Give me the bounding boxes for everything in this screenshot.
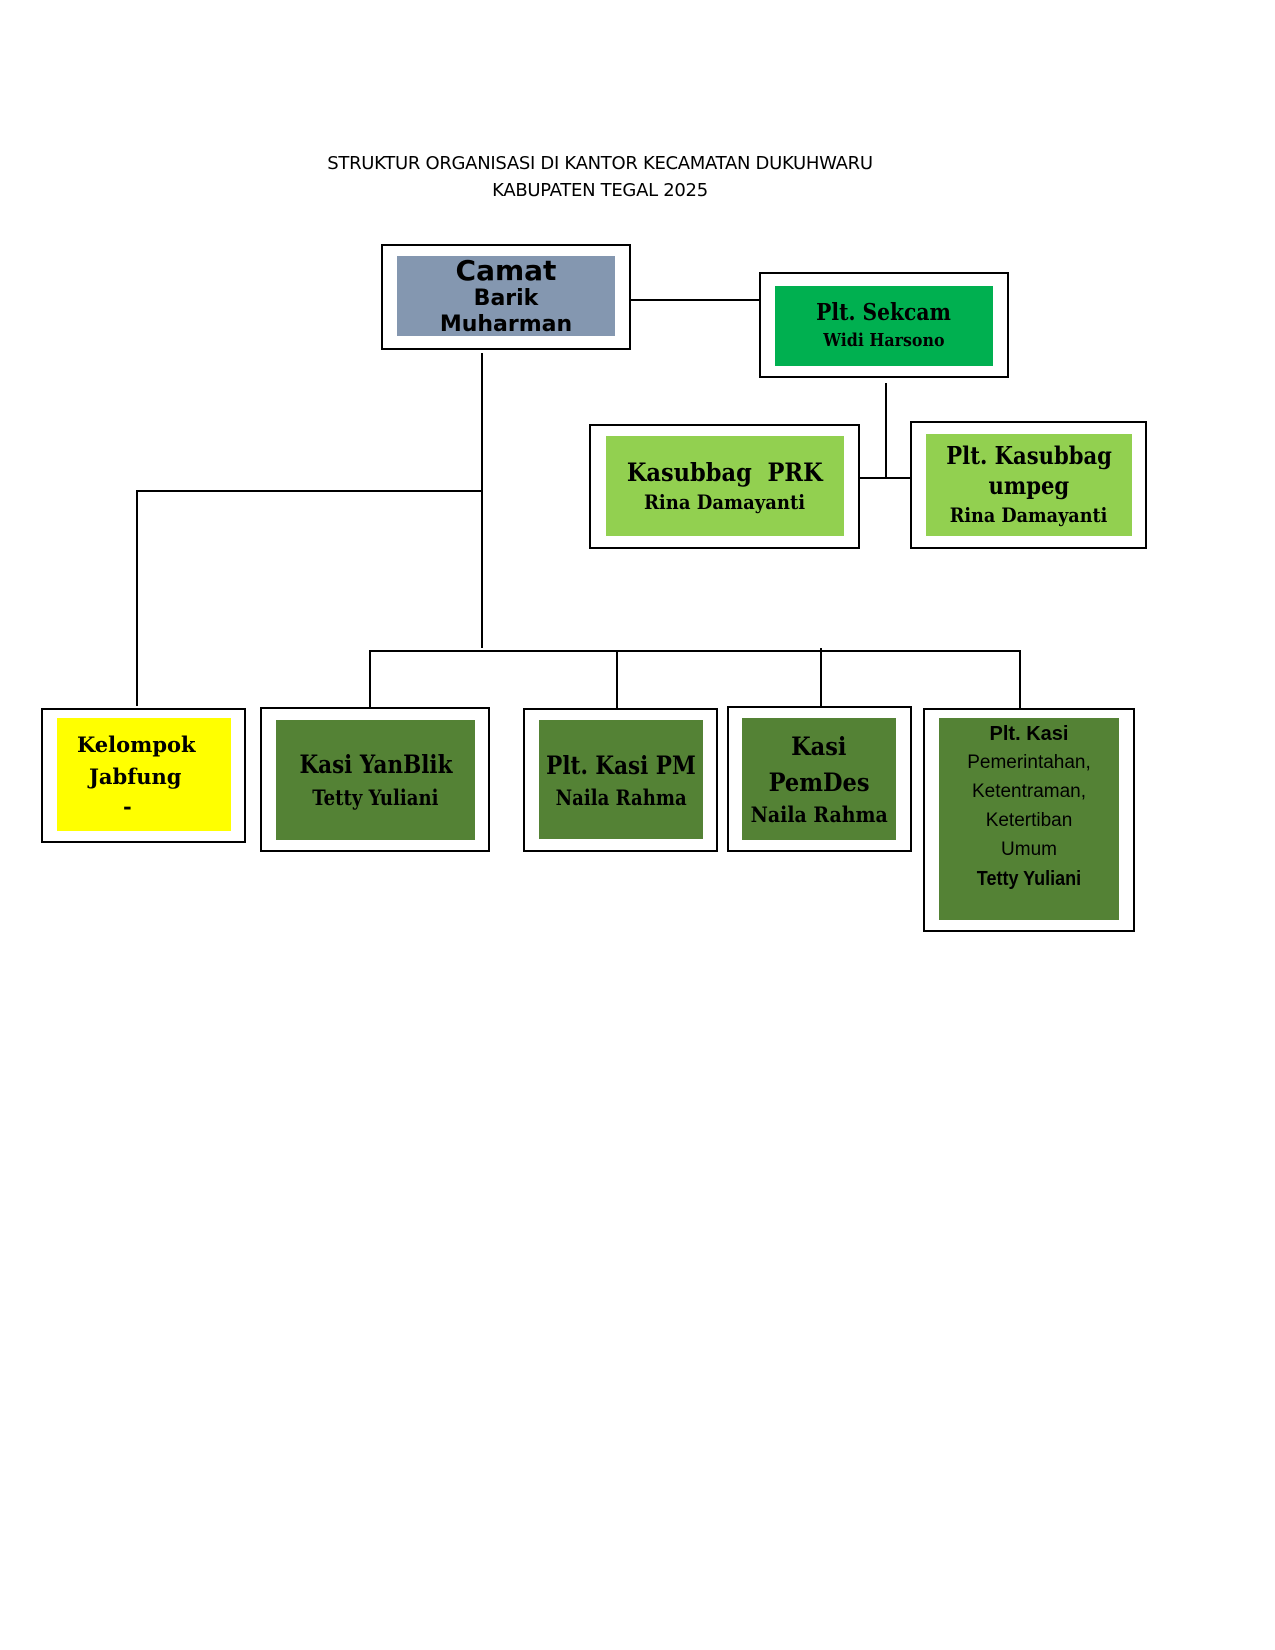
pemdes-role-line1: Kasi (791, 732, 847, 761)
pemerintahan-fill: Plt. Kasi Pemerintahan, Ketentraman, Ket… (939, 718, 1119, 920)
sekcam-role: Plt. Sekcam (816, 299, 952, 326)
sekcam-fill: Plt. Sekcam Widi Harsono (775, 286, 993, 366)
connector-kasi-bus (369, 650, 1020, 652)
kasi-pm-fill: Plt. Kasi PM Naila Rahma (539, 720, 703, 839)
camat-role: Camat (455, 256, 557, 287)
kasubbag-prk-name: Rina Damayanti (644, 490, 806, 514)
kasi-pm-role: Plt. Kasi PM (546, 750, 696, 780)
chart-title-line1: STRUKTUR ORGANISASI DI KANTOR KECAMATAN … (327, 153, 873, 174)
connector-jabfung-vertical (136, 490, 138, 706)
pemdes-role-line2: PemDes (768, 768, 870, 797)
connector-yanblik (369, 650, 371, 708)
kasubbag-umpeg-name: Rina Damayanti (950, 503, 1108, 527)
pemerintahan-desc-line2: Ketentraman, (971, 781, 1087, 802)
pemerintahan-name: Tetty Yuliani (976, 868, 1082, 890)
kasi-pm-name: Naila Rahma (555, 784, 687, 810)
kasubbag-prk-fill: Kasubbag PRK Rina Damayanti (606, 436, 844, 536)
jabfung-fill: Kelompok Jabfung - (57, 718, 231, 831)
connector-pemerintahan (1019, 650, 1021, 708)
connector-kasi-pm (616, 650, 618, 708)
connector-camat-trunk (481, 353, 483, 648)
pemerintahan-desc-line3: Ketertiban (985, 810, 1073, 831)
connector-camat-sekcam (631, 299, 759, 301)
camat-name-line2: Muharman (439, 312, 573, 336)
camat-fill: Camat Barik Muharman (397, 256, 615, 336)
yanblik-fill: Kasi YanBlik Tetty Yuliani (276, 720, 475, 840)
connector-sekcam-down (885, 383, 887, 477)
camat-name-line1: Barik (473, 286, 539, 311)
chart-title-line2: KABUPATEN TEGAL 2025 (492, 180, 708, 201)
yanblik-name: Tetty Yuliani (312, 785, 439, 810)
kasubbag-umpeg-role-line1: Plt. Kasubbag (946, 441, 1112, 470)
jabfung-line1: Kelompok (77, 731, 196, 757)
pemdes-name: Naila Rahma (750, 802, 888, 827)
jabfung-line2: Jabfung (89, 763, 182, 789)
pemerintahan-role: Plt. Kasi (989, 723, 1069, 745)
jabfung-line3: - (123, 793, 132, 819)
connector-jabfung-horizontal (136, 490, 482, 492)
pemerintahan-desc-line4: Umum (1001, 839, 1057, 860)
connector-kasubbag (858, 477, 910, 479)
yanblik-role: Kasi YanBlik (298, 750, 453, 779)
connector-pemdes (820, 648, 822, 706)
sekcam-name: Widi Harsono (823, 330, 945, 351)
kasubbag-umpeg-fill: Plt. Kasubbag umpeg Rina Damayanti (926, 434, 1132, 536)
pemdes-fill: Kasi PemDes Naila Rahma (742, 718, 896, 840)
kasubbag-prk-role: Kasubbag PRK (627, 458, 823, 487)
pemerintahan-desc-line1: Pemerintahan, (967, 752, 1091, 773)
kasubbag-umpeg-role-line2: umpeg (988, 471, 1070, 500)
